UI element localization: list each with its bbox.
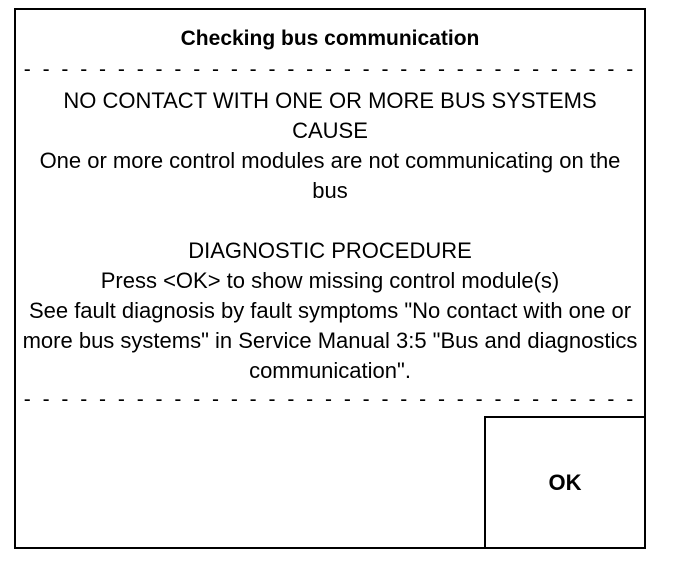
ok-button[interactable]: OK: [484, 416, 644, 547]
cause-heading: CAUSE: [292, 118, 368, 143]
procedure-step-ok: Press <OK> to show missing control modul…: [100, 268, 560, 293]
ok-button-label: OK: [548, 469, 582, 495]
bottom-divider: - - - - - - - - - - - - - - - - - - - - …: [23, 388, 637, 411]
procedure-heading: DIAGNOSTIC PROCEDURE: [188, 238, 472, 263]
cause-text: One or more control modules are not comm…: [39, 148, 621, 203]
top-divider: - - - - - - - - - - - - - - - - - - - - …: [23, 58, 637, 81]
dialog-title: Checking bus communication: [180, 27, 480, 50]
procedure-step-manual: See fault diagnosis by fault symptoms "N…: [22, 298, 638, 383]
dialog-message: NO CONTACT WITH ONE OR MORE BUS SYSTEMS …: [22, 86, 638, 386]
section-spacer: [22, 206, 638, 236]
no-contact-heading: NO CONTACT WITH ONE OR MORE BUS SYSTEMS: [63, 88, 597, 113]
bus-communication-dialog: Checking bus communication - - - - - - -…: [14, 8, 646, 549]
